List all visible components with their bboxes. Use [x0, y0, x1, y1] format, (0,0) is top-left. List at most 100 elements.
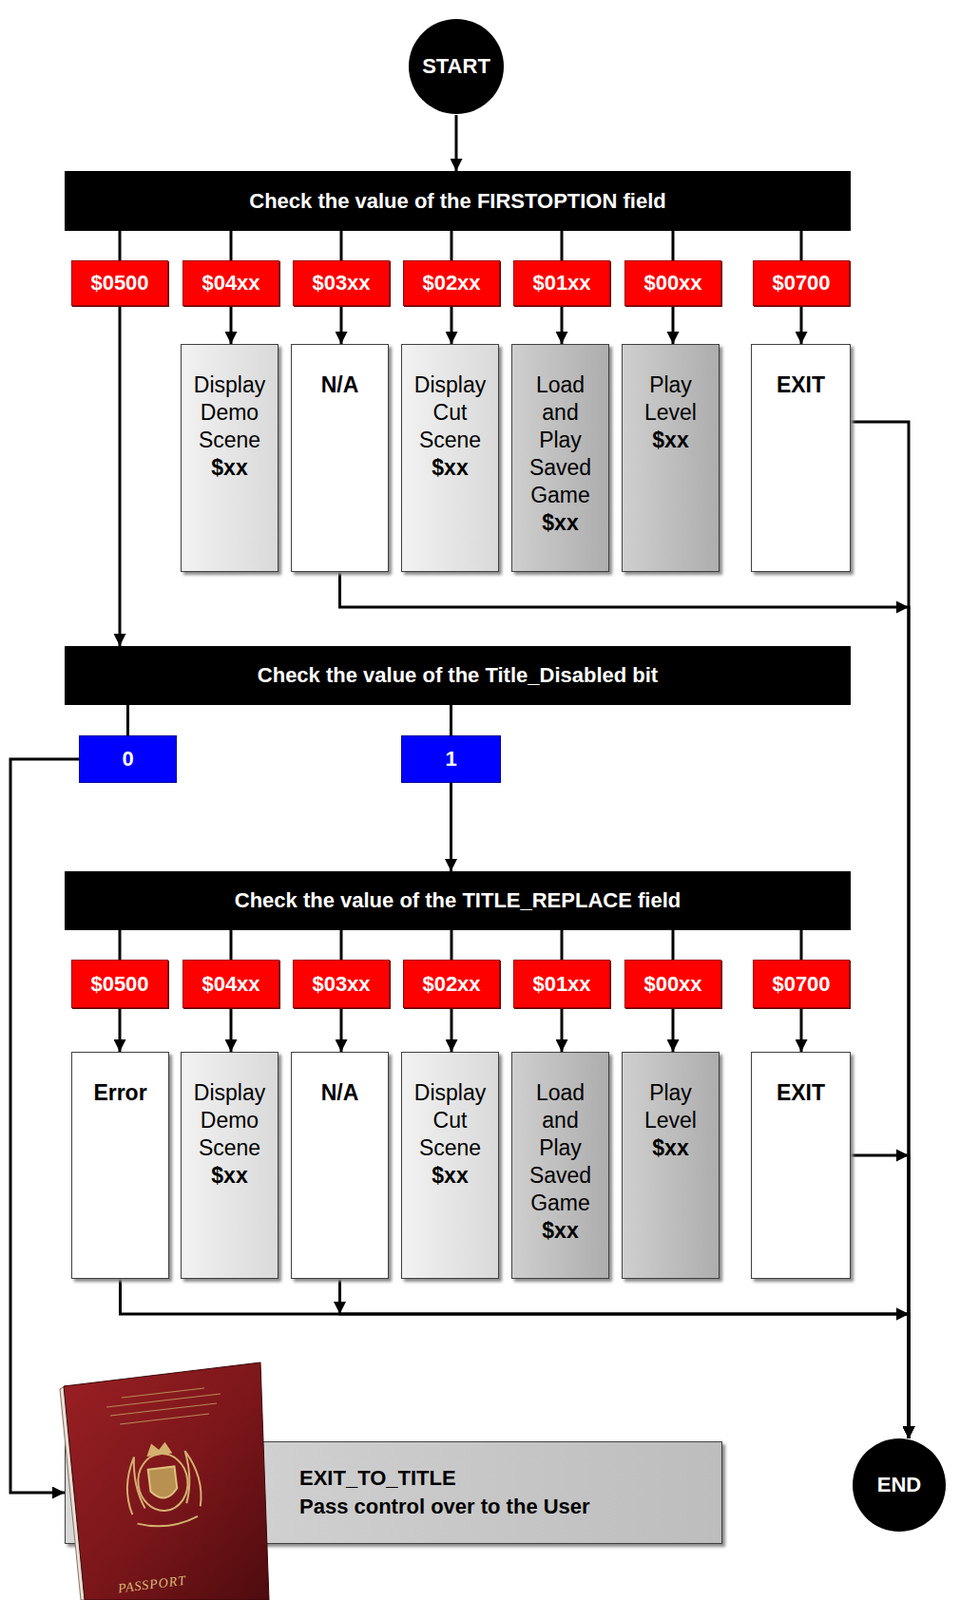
crest-shield	[148, 1466, 179, 1500]
flow-connector	[340, 1279, 910, 1440]
node-text: $01xx	[514, 972, 610, 998]
bit-tag: 0	[78, 735, 177, 784]
node-text: $00xx	[625, 972, 721, 998]
terminal-circle: END	[851, 1438, 947, 1534]
check-band: Check the value of the FIRSTOPTION field	[64, 171, 851, 231]
node-text: N/A	[297, 1079, 383, 1108]
node-text: $04xx	[183, 972, 279, 998]
node-text: Check the value of the TITLE_REPLACE fie…	[72, 888, 844, 914]
value-tag: $03xx	[292, 260, 390, 307]
flow-connector	[126, 705, 130, 736]
node-text: Display Cut Scene	[407, 371, 493, 455]
node-text: $02xx	[403, 270, 500, 296]
flow-connector	[449, 783, 453, 872]
process-box: Play Level$xx	[621, 1052, 720, 1280]
node-text: EXIT	[757, 1079, 845, 1108]
passport-header-marks	[106, 1388, 221, 1425]
process-box: EXIT	[750, 1052, 851, 1280]
node-text: 0	[79, 747, 176, 772]
process-box: Play Level$xx	[621, 344, 720, 573]
flow-connector	[118, 1008, 122, 1053]
flow-connector	[118, 306, 122, 647]
node-text: Display Demo Scene	[187, 1079, 272, 1163]
node-text: Error	[77, 1079, 163, 1108]
node-text: END	[851, 1473, 947, 1498]
process-box: Load and Play Saved Game$xx	[511, 344, 610, 573]
passport-crest	[121, 1440, 205, 1532]
process-box: Display Cut Scene$xx	[401, 344, 500, 573]
value-tag: $00xx	[624, 960, 722, 1009]
flow-connector	[450, 1008, 454, 1053]
process-box: Display Cut Scene$xx	[401, 1052, 500, 1280]
node-text: Check the value of the Title_Disabled bi…	[72, 663, 844, 689]
flow-connector	[672, 930, 675, 960]
node-text: $00xx	[625, 270, 721, 296]
node-text: Play Level	[628, 371, 713, 427]
flow-connector	[340, 306, 344, 345]
node-text: N/A	[297, 371, 383, 400]
node-text: Check the value of the FIRSTOPTION field	[72, 189, 844, 214]
flow-connector	[800, 306, 804, 345]
passport-word: PASSPORT	[116, 1574, 188, 1598]
node-text: $04xx	[183, 270, 279, 296]
flow-connector	[340, 930, 344, 960]
value-text: $xx	[187, 454, 272, 482]
process-box: Display Demo Scene$xx	[180, 344, 279, 573]
check-band: Check the value of the Title_Disabled bi…	[64, 646, 851, 706]
node-text: $03xx	[293, 972, 389, 998]
value-tag: $01xx	[513, 960, 611, 1009]
value-tag: $02xx	[403, 960, 500, 1009]
value-text: $xx	[407, 454, 493, 482]
flow-connector	[800, 1008, 804, 1053]
value-tag: $0500	[71, 960, 169, 1009]
process-box: N/A	[290, 1052, 389, 1280]
flow-connector	[672, 230, 675, 261]
value-tag: $00xx	[624, 260, 722, 307]
flow-connector	[455, 115, 459, 172]
process-box: EXIT	[750, 344, 851, 573]
check-band: Check the value of the TITLE_REPLACE fie…	[64, 871, 851, 931]
node-text: $02xx	[403, 972, 500, 998]
node-text: Play Level	[628, 1079, 713, 1135]
junction-arrow	[896, 1150, 909, 1163]
junction-arrow	[333, 1302, 346, 1315]
crest-unicorn	[180, 1450, 204, 1510]
value-tag: $0700	[752, 260, 850, 307]
process-box: Display Demo Scene$xx	[180, 1052, 279, 1280]
value-tag: $0500	[71, 260, 169, 307]
node-text: $0500	[72, 972, 168, 998]
header-mark	[121, 1388, 205, 1399]
flow-connector	[450, 230, 454, 261]
node-text: EXIT	[757, 371, 845, 400]
value-tag: $01xx	[513, 260, 611, 307]
flow-connector	[118, 930, 122, 960]
flow-connector	[560, 230, 564, 261]
junction-arrow	[896, 1308, 909, 1322]
flow-connector	[800, 230, 804, 261]
node-text: Load and Play Saved Game	[518, 371, 603, 510]
connector-group	[10, 115, 909, 1494]
flow-connector	[560, 306, 564, 345]
flow-connector	[230, 930, 233, 960]
flow-connector	[10, 759, 79, 1494]
flow-connector	[560, 930, 564, 960]
circle-shape	[408, 19, 504, 115]
value-tag: $04xx	[182, 260, 280, 307]
value-text: $xx	[518, 509, 603, 538]
node-text: $0700	[753, 270, 849, 296]
junction-arrow	[896, 601, 909, 615]
node-text: $01xx	[514, 270, 610, 296]
flow-connector	[450, 306, 454, 345]
flow-connector	[672, 1008, 675, 1053]
node-text: Display Cut Scene	[407, 1079, 493, 1163]
circle-shape	[852, 1439, 946, 1533]
terminal-circle: START	[407, 18, 505, 116]
flow-connector	[449, 705, 453, 736]
passport-cover	[63, 1363, 269, 1600]
node-text: Pass control over to the User	[299, 1493, 712, 1522]
flow-connector	[800, 930, 804, 960]
flow-connector	[230, 306, 233, 345]
flow-connector	[230, 230, 233, 261]
node-text: $03xx	[293, 270, 389, 296]
value-text: $xx	[187, 1162, 272, 1191]
